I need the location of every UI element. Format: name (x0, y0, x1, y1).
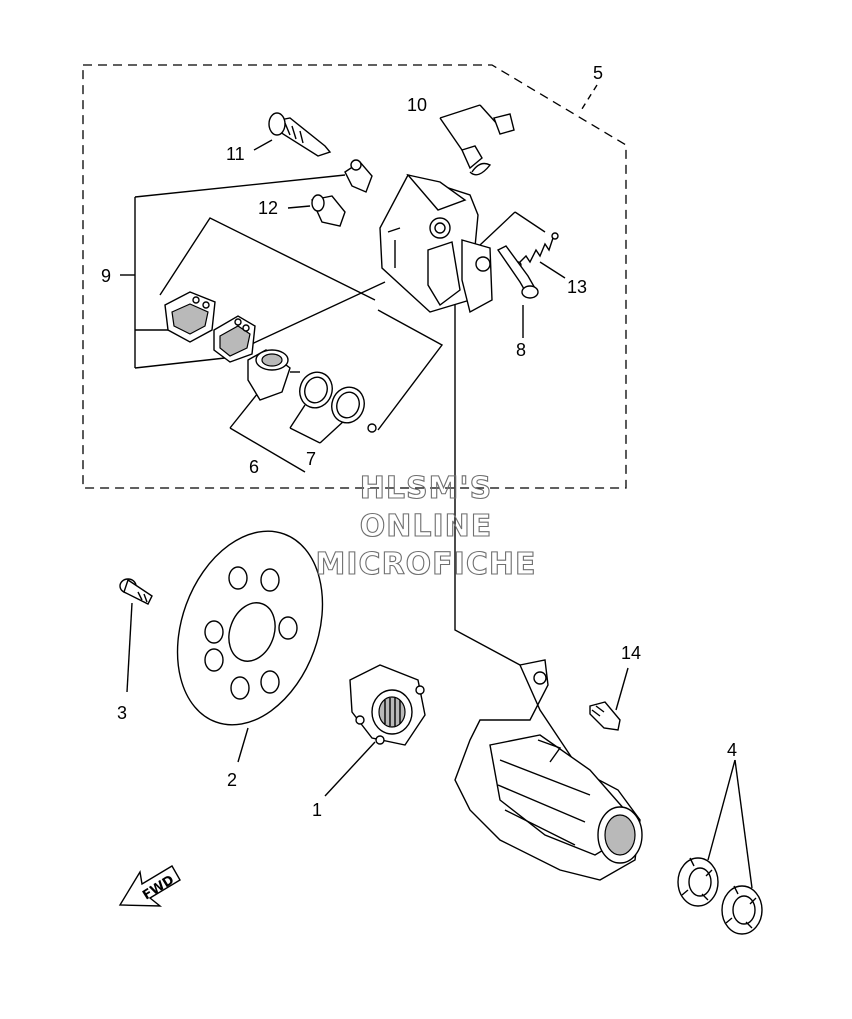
bracket-7 (289, 404, 346, 444)
piston-seal-outer (299, 371, 333, 409)
callout-13: 13 (567, 277, 587, 297)
axle-nut-2 (721, 885, 763, 935)
axle-nut-1 (677, 857, 719, 907)
slide-pin-bolt (253, 112, 332, 157)
callout-1: 1 (312, 800, 322, 820)
pin-part-12 (287, 194, 346, 227)
callout-9: 9 (101, 266, 111, 286)
callout-5: 5 (593, 63, 603, 83)
watermark: HLSM'S ONLINE MICROFICHE (315, 470, 537, 582)
callout-7: 7 (306, 449, 316, 469)
watermark-line-3: MICROFICHE (316, 547, 537, 582)
callout-11: 11 (226, 144, 245, 164)
guide-lines (159, 217, 521, 666)
fwd-arrow-icon: FWD (118, 865, 181, 907)
leader-4 (707, 759, 753, 889)
callout-8: 8 (516, 340, 526, 360)
callout-10: 10 (407, 95, 427, 115)
caliper-bolt (496, 245, 539, 338)
assembly-boundary-dashed (82, 64, 627, 489)
callout-14: 14 (621, 643, 641, 663)
bracket-10 (439, 104, 499, 151)
caliper-body (379, 173, 493, 314)
pad-clip (344, 159, 373, 193)
brake-disc (176, 530, 324, 763)
bracket-6 (229, 392, 306, 473)
bracket-13 (479, 211, 566, 279)
callout-12: 12 (258, 198, 278, 218)
brake-pad-outer (164, 291, 216, 343)
callout-2: 2 (227, 770, 237, 790)
wheel-hub (324, 664, 426, 797)
leader-5 (579, 84, 598, 113)
brake-pad-inner (213, 315, 256, 363)
piston-seal-inner (331, 386, 365, 424)
watermark-line-2: ONLINE (360, 509, 493, 544)
callout-3: 3 (117, 703, 127, 723)
bleeder-screw (461, 113, 515, 176)
return-spring (514, 232, 559, 269)
disc-bolt (119, 578, 153, 693)
callout-6: 6 (249, 457, 259, 477)
callout-4: 4 (727, 740, 737, 760)
caliper-piston (247, 349, 300, 401)
watermark-line-1: HLSM'S (360, 471, 492, 506)
o-ring-small (367, 423, 377, 433)
bracket-9 (120, 174, 346, 369)
axle-housing (454, 659, 643, 881)
axle-housing-bolt (589, 667, 629, 731)
